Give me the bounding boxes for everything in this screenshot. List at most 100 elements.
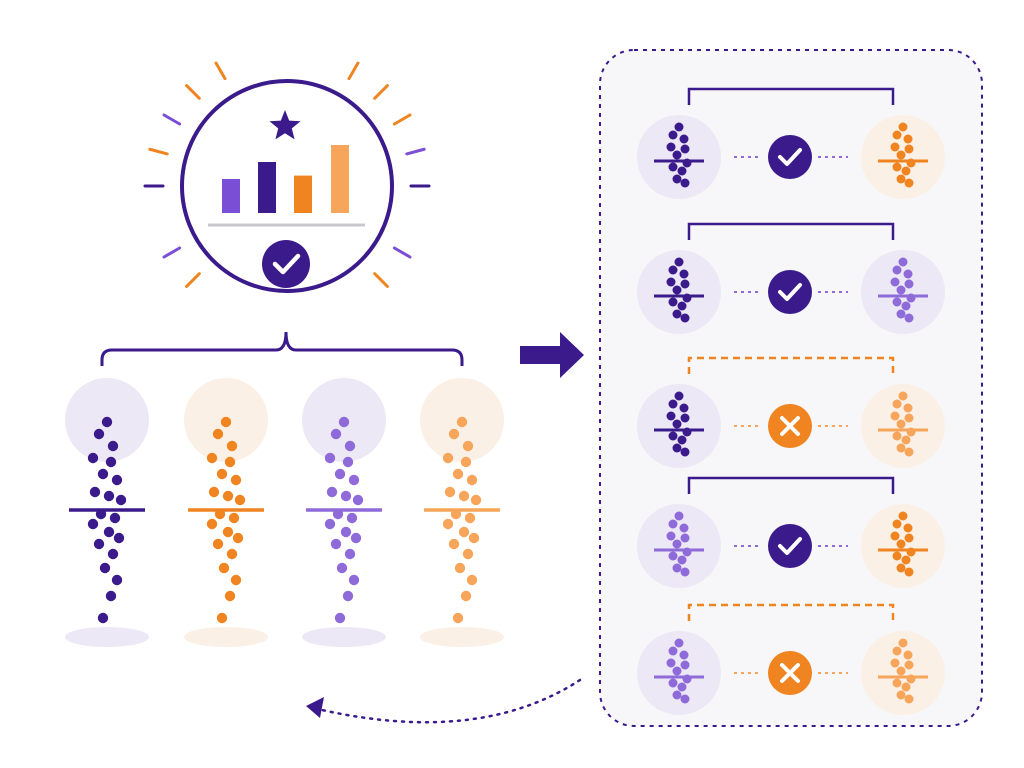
data-point xyxy=(679,650,689,660)
data-point xyxy=(206,452,218,464)
data-point xyxy=(904,178,914,188)
burst-ray xyxy=(162,113,182,126)
data-point xyxy=(680,660,690,670)
data-point xyxy=(903,523,913,533)
comparison-row-4 xyxy=(637,476,945,588)
group-4 xyxy=(420,378,504,647)
data-point xyxy=(896,309,906,319)
data-point xyxy=(896,539,906,549)
data-point xyxy=(668,431,678,441)
burst-ray xyxy=(405,147,426,156)
data-point xyxy=(340,526,352,538)
data-point xyxy=(326,486,338,498)
data-point xyxy=(677,435,687,445)
data-point xyxy=(464,512,476,524)
data-point xyxy=(448,428,460,440)
data-point xyxy=(898,638,908,648)
group-shadow xyxy=(184,627,268,647)
data-point xyxy=(666,142,676,152)
data-point xyxy=(672,285,682,295)
data-point xyxy=(674,638,684,648)
data-point xyxy=(468,532,480,544)
data-point xyxy=(668,162,678,172)
data-point xyxy=(666,658,676,668)
data-point xyxy=(680,694,690,704)
data-point xyxy=(674,257,684,267)
data-point xyxy=(674,122,684,132)
group-shadow xyxy=(420,627,504,647)
data-point xyxy=(216,612,228,624)
check-icon xyxy=(262,240,310,288)
data-point xyxy=(89,486,101,498)
data-point xyxy=(466,574,478,586)
burst-ray xyxy=(347,61,360,81)
data-point xyxy=(892,162,902,172)
data-point xyxy=(898,511,908,521)
burst-ray xyxy=(373,272,389,288)
return-arrow xyxy=(320,678,582,724)
data-point xyxy=(97,612,109,624)
data-point xyxy=(890,277,900,287)
data-point xyxy=(892,519,902,529)
data-point xyxy=(896,174,906,184)
data-point xyxy=(224,456,236,468)
summary-circle xyxy=(180,79,394,293)
data-point xyxy=(903,650,913,660)
data-point xyxy=(672,690,682,700)
star-icon xyxy=(269,110,301,140)
data-point xyxy=(904,313,914,323)
data-point xyxy=(206,518,218,530)
data-point xyxy=(668,399,678,409)
data-point xyxy=(898,122,908,132)
data-point xyxy=(890,142,900,152)
data-point xyxy=(672,539,682,549)
data-point xyxy=(903,403,913,413)
data-point xyxy=(336,562,348,574)
data-point xyxy=(452,612,464,624)
x-icon xyxy=(768,651,812,695)
data-point xyxy=(903,134,913,144)
data-point xyxy=(903,269,913,279)
data-point xyxy=(904,567,914,577)
data-point xyxy=(456,416,468,428)
data-point xyxy=(109,512,121,524)
data-point xyxy=(230,474,242,486)
data-point xyxy=(680,567,690,577)
data-point xyxy=(226,548,238,560)
data-point xyxy=(892,678,902,688)
data-point xyxy=(442,518,454,530)
comparison-bracket xyxy=(687,603,895,621)
data-point xyxy=(330,538,342,550)
check-icon xyxy=(768,524,812,568)
data-point xyxy=(666,411,676,421)
data-point xyxy=(462,548,474,560)
bar-chart-icon xyxy=(222,145,349,213)
data-point xyxy=(230,574,242,586)
data-point xyxy=(460,590,472,602)
data-point xyxy=(672,563,682,573)
data-point xyxy=(679,269,689,279)
burst-ray xyxy=(185,84,201,100)
right-arrow-icon xyxy=(520,332,584,378)
data-point xyxy=(680,279,690,289)
burst-ray xyxy=(373,84,389,100)
data-point xyxy=(107,548,119,560)
data-point xyxy=(672,309,682,319)
data-point xyxy=(892,551,902,561)
data-point xyxy=(87,518,99,530)
summary-bar xyxy=(222,179,240,213)
data-point xyxy=(222,490,234,502)
burst-ray xyxy=(162,246,182,259)
burst-ray xyxy=(185,272,201,288)
data-point xyxy=(216,468,228,480)
data-point xyxy=(904,694,914,704)
data-point xyxy=(904,279,914,289)
data-point xyxy=(232,532,244,544)
summary-bar xyxy=(331,145,349,213)
data-point xyxy=(896,419,906,429)
return-arrowhead-icon xyxy=(306,697,324,718)
burst-ray xyxy=(392,113,412,126)
group-shadow xyxy=(302,627,386,647)
burst-ray xyxy=(392,246,412,259)
